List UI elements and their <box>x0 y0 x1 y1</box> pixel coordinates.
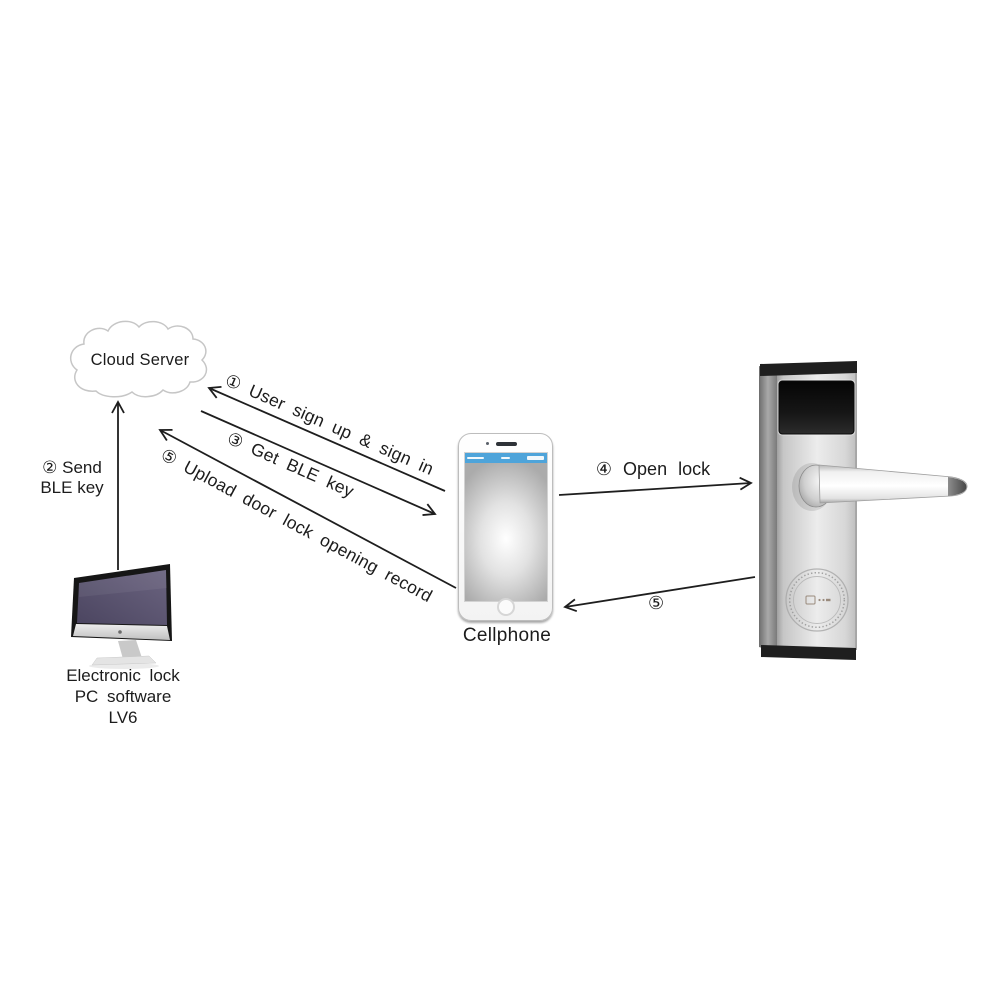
cellphone-status-bar <box>465 453 547 463</box>
apple-logo-icon <box>118 630 122 634</box>
arrow-get-ble-key <box>200 410 437 516</box>
pc-computer <box>71 564 172 669</box>
flow-label-send-ble-key: ② Send BLE key <box>26 458 118 498</box>
pc-label: Electronic lock PC software LV6 <box>42 665 204 728</box>
status-battery-icon <box>527 456 544 460</box>
status-time-text <box>501 456 510 459</box>
arrow-open-lock <box>558 476 753 496</box>
pc-label-line3: LV6 <box>108 708 138 727</box>
lock-side-edge <box>759 366 777 652</box>
status-signal-icon <box>467 456 484 459</box>
phone-camera-icon <box>486 442 489 445</box>
arrow-upload-record <box>158 428 457 589</box>
lock-seal <box>785 568 849 632</box>
pc-stand-neck <box>118 640 142 659</box>
lock-handle-tip <box>948 477 967 496</box>
cloud-server-label: Cloud Server <box>90 351 190 369</box>
lock-handle-lever <box>818 464 968 504</box>
door-lock-device <box>759 361 968 660</box>
pc-label-line1: Electronic lock <box>66 666 180 685</box>
lock-bottom-cap <box>761 645 856 660</box>
cellphone-device <box>458 433 553 621</box>
pc-label-line2: PC software <box>74 687 172 706</box>
arrow-unlock-feedback <box>563 576 756 613</box>
cellphone-label: Cellphone <box>462 625 552 646</box>
flow-label-open-lock: ④ Open lock <box>595 459 711 479</box>
cloud-server-shape <box>69 320 208 398</box>
cellphone-screen <box>464 452 548 602</box>
flow-label-send-ble-line2: BLE key <box>40 478 104 497</box>
lock-top-cap <box>760 361 857 376</box>
phone-home-button <box>496 598 515 616</box>
flow-label-send-ble-line1: ② Send <box>42 458 102 477</box>
pc-stand-base <box>91 655 157 666</box>
phone-speaker-icon <box>496 442 517 446</box>
pc-screen <box>77 570 167 625</box>
lock-card-reader-window <box>778 380 855 435</box>
flow-label-return-step: ⑤ <box>648 593 665 613</box>
arrow-user-signup <box>207 386 446 492</box>
